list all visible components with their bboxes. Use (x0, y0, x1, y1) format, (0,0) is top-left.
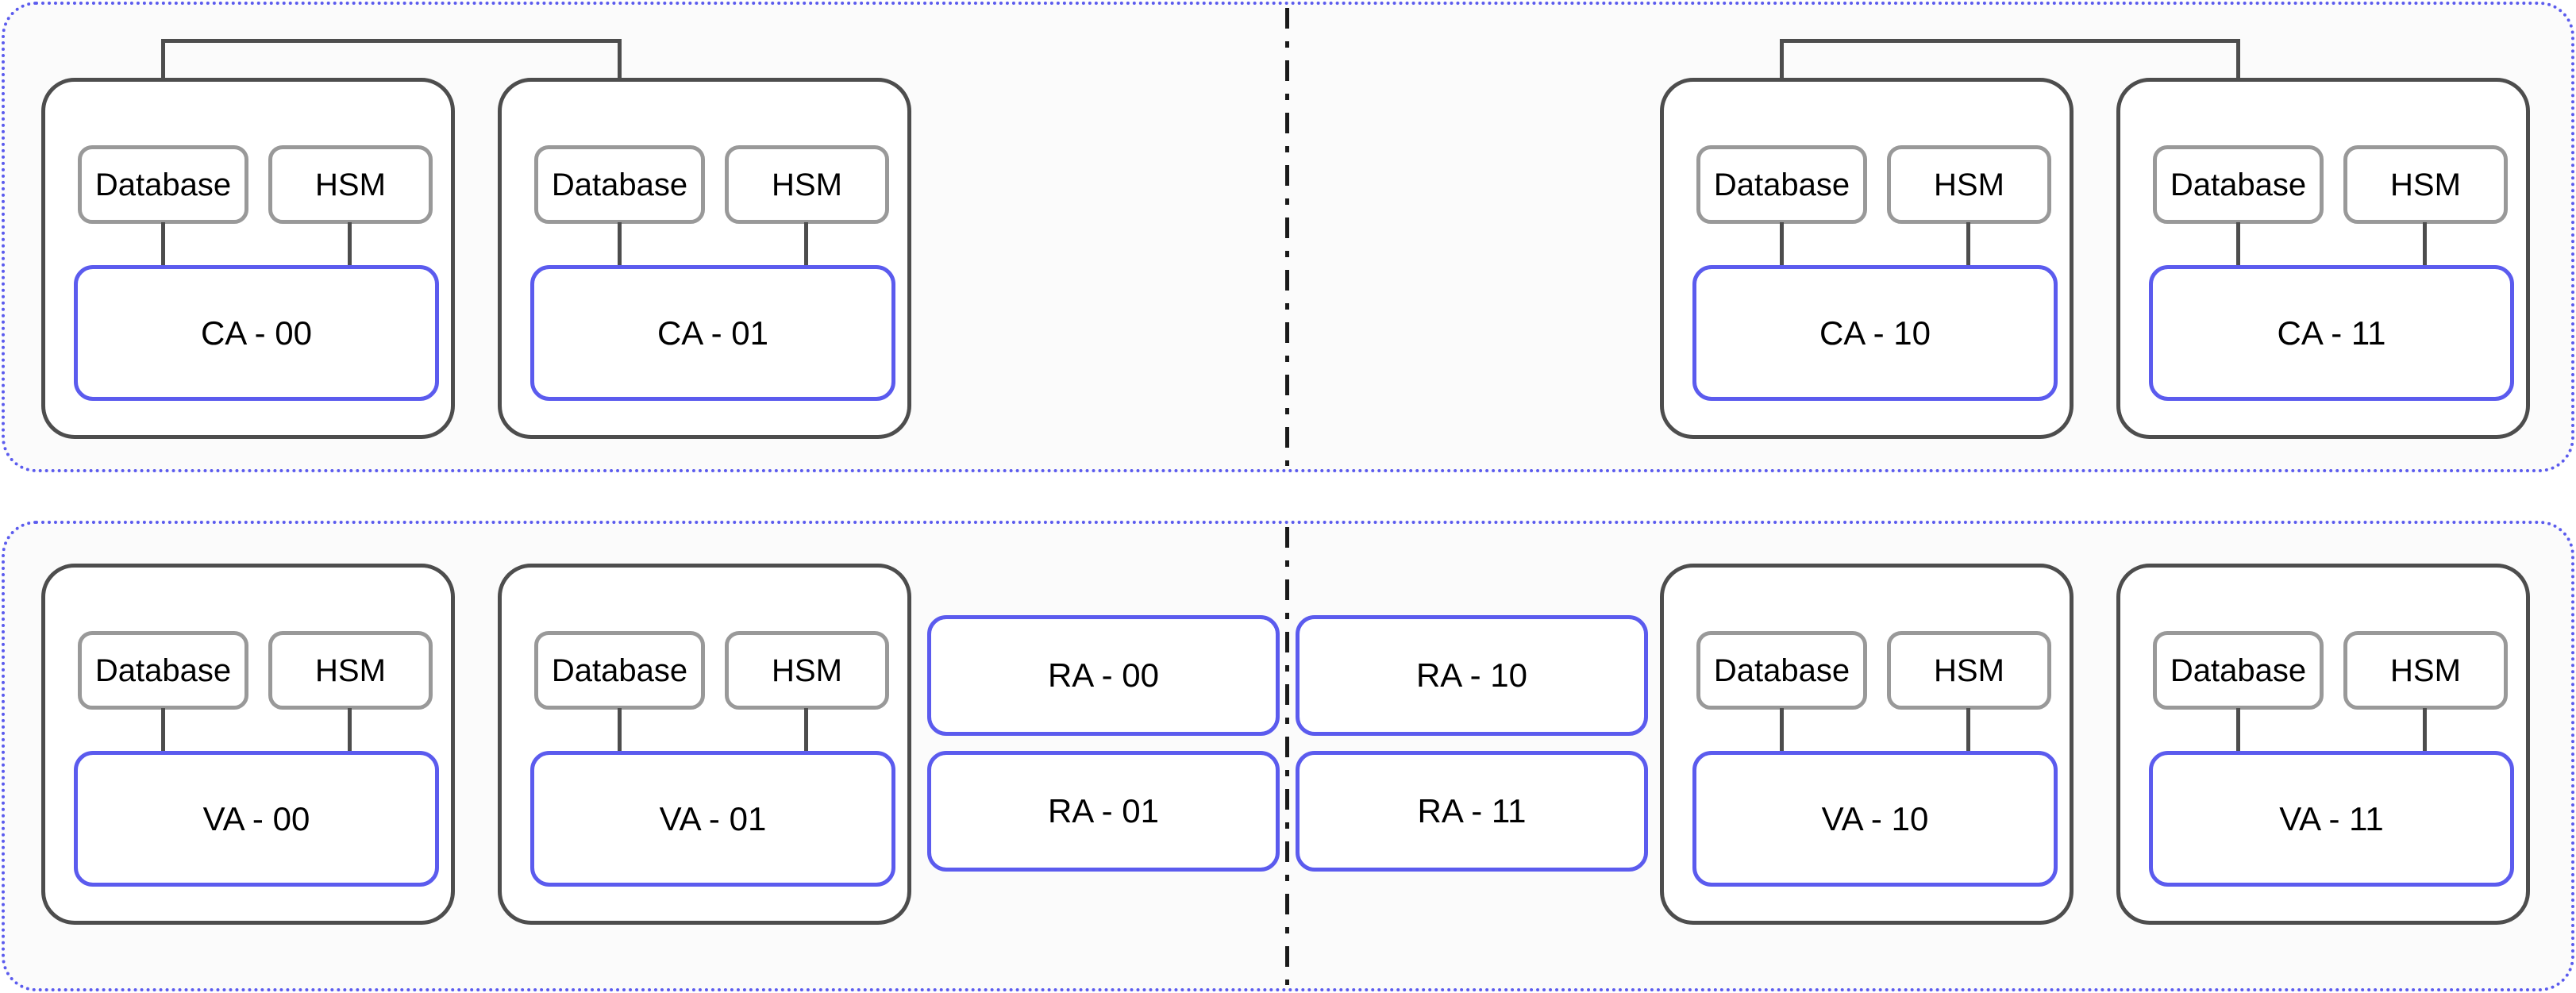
site-divider-bottom (1285, 527, 1289, 985)
ra-service-ra-10[interactable]: RA - 10 (1296, 615, 1648, 736)
ca-10-hsm-connector (1966, 222, 1970, 267)
va-10-hsm-box[interactable]: HSM (1887, 631, 2051, 710)
ca-01-database-box[interactable]: Database (534, 145, 705, 224)
ca-service-ca-10[interactable]: CA - 10 (1692, 265, 2058, 401)
va-11-database-connector (2236, 708, 2240, 752)
ca-00-database-connector (161, 222, 165, 267)
va-01-hsm-connector (804, 708, 808, 752)
va-service-va-00[interactable]: VA - 00 (74, 751, 439, 887)
ra-service-ra-01[interactable]: RA - 01 (927, 751, 1280, 872)
ca-right-replication-bus (1780, 39, 2240, 43)
ca-01-hsm-box[interactable]: HSM (725, 145, 889, 224)
ca-00-hsm-box[interactable]: HSM (268, 145, 433, 224)
ca-11-hsm-connector (2423, 222, 2427, 267)
va-service-va-01[interactable]: VA - 01 (530, 751, 895, 887)
ca-10-database-box[interactable]: Database (1696, 145, 1867, 224)
va-00-hsm-connector (348, 708, 352, 752)
ca-10-hsm-box[interactable]: HSM (1887, 145, 2051, 224)
va-11-hsm-connector (2423, 708, 2427, 752)
va-service-va-11[interactable]: VA - 11 (2149, 751, 2514, 887)
va-10-database-box[interactable]: Database (1696, 631, 1867, 710)
ca-11-database-box[interactable]: Database (2153, 145, 2324, 224)
va-01-database-connector (618, 708, 622, 752)
ca-11-hsm-box[interactable]: HSM (2343, 145, 2508, 224)
ca-service-ca-00[interactable]: CA - 00 (74, 265, 439, 401)
va-10-database-connector (1780, 708, 1784, 752)
va-00-database-box[interactable]: Database (78, 631, 248, 710)
ca-service-ca-01[interactable]: CA - 01 (530, 265, 895, 401)
ca-01-database-connector (618, 222, 622, 267)
ra-service-ra-00[interactable]: RA - 00 (927, 615, 1280, 736)
ca-00-database-box[interactable]: Database (78, 145, 248, 224)
va-00-database-connector (161, 708, 165, 752)
ra-service-ra-11[interactable]: RA - 11 (1296, 751, 1648, 872)
site-divider-top (1285, 8, 1289, 466)
va-11-database-box[interactable]: Database (2153, 631, 2324, 710)
ca-service-ca-11[interactable]: CA - 11 (2149, 265, 2514, 401)
va-01-database-box[interactable]: Database (534, 631, 705, 710)
ca-00-hsm-connector (348, 222, 352, 267)
va-10-hsm-connector (1966, 708, 1970, 752)
va-00-hsm-box[interactable]: HSM (268, 631, 433, 710)
ca-01-hsm-connector (804, 222, 808, 267)
ca-left-replication-bus (161, 39, 622, 43)
va-01-hsm-box[interactable]: HSM (725, 631, 889, 710)
va-11-hsm-box[interactable]: HSM (2343, 631, 2508, 710)
ca-11-database-connector (2236, 222, 2240, 267)
ca-10-database-connector (1780, 222, 1784, 267)
va-service-va-10[interactable]: VA - 10 (1692, 751, 2058, 887)
